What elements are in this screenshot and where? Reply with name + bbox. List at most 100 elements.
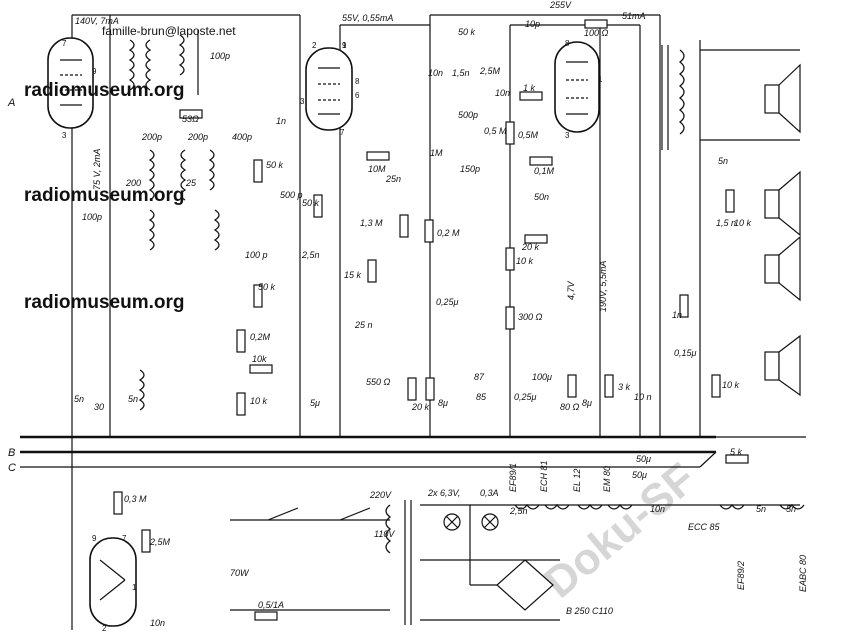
svg-text:300 Ω: 300 Ω — [518, 312, 543, 322]
svg-text:550 Ω: 550 Ω — [366, 377, 391, 387]
svg-text:9: 9 — [92, 534, 97, 543]
svg-text:100p: 100p — [210, 51, 230, 61]
svg-text:10 n: 10 n — [634, 392, 652, 402]
watermark-3: radiomuseum.org — [24, 292, 184, 313]
current-51ma: 51mA — [622, 11, 646, 21]
svg-text:0,5M: 0,5M — [518, 130, 539, 140]
svg-text:25: 25 — [185, 178, 197, 188]
svg-text:1: 1 — [342, 41, 347, 50]
archive-stamp: Doku-SF — [535, 454, 705, 608]
lamp-current: 0,3A — [480, 488, 499, 498]
tube-ef89-1 — [47, 37, 94, 129]
speaker-4 — [764, 334, 801, 397]
watermark-1: radiomuseum.org — [24, 80, 184, 101]
watermark-2: radiomuseum.org — [24, 185, 184, 206]
svg-text:9: 9 — [342, 41, 347, 50]
svg-text:0,3 M: 0,3 M — [124, 494, 147, 504]
svg-text:10p: 10p — [525, 19, 540, 29]
svg-text:10k: 10k — [252, 354, 267, 364]
stamp-text: Doku-SF — [535, 454, 705, 608]
svg-text:150p: 150p — [460, 164, 480, 174]
svg-text:500 p: 500 p — [280, 190, 303, 200]
svg-text:10M: 10M — [368, 164, 386, 174]
svg-text:10n: 10n — [495, 88, 510, 98]
heater-voltage: 2x 6,3V, — [427, 488, 460, 498]
tube-type-labels: EF89/1 ECH 81 EL 12 EM 80 ECC 85 EF89/2 … — [508, 460, 808, 592]
svg-text:200: 200 — [125, 178, 141, 188]
pin-labels: 7 9 3 2 1 9 8 6 7 3 8 1 3 9 7 1 2 — [62, 39, 603, 633]
svg-text:50μ: 50μ — [632, 470, 647, 480]
voltage-190v: 190V, 5,5mA — [598, 261, 608, 312]
svg-text:5n: 5n — [128, 394, 138, 404]
component-labels: 100p 53Ω 200p 200p 25 400p 1n 50 k 500 p… — [74, 19, 796, 628]
power-rating: 70W — [230, 568, 250, 578]
svg-text:10n: 10n — [150, 618, 165, 628]
tube-label-el12: EL 12 — [572, 469, 582, 492]
svg-text:0,1M: 0,1M — [534, 166, 555, 176]
speaker-2 — [764, 170, 801, 237]
svg-text:8: 8 — [355, 77, 360, 86]
svg-text:10 k: 10 k — [250, 396, 268, 406]
node-a: A — [7, 97, 15, 109]
svg-text:0,5 M: 0,5 M — [484, 126, 507, 136]
svg-text:8μ: 8μ — [438, 398, 448, 408]
svg-text:8μ: 8μ — [582, 398, 592, 408]
svg-text:10 k: 10 k — [734, 218, 752, 228]
svg-text:1: 1 — [132, 583, 137, 592]
svg-text:0,5/1A: 0,5/1A — [258, 600, 284, 610]
svg-text:9: 9 — [92, 67, 97, 76]
tube-ech81 — [305, 47, 353, 131]
mains-transformer — [230, 500, 800, 625]
svg-text:0,2M: 0,2M — [250, 332, 271, 342]
svg-text:85: 85 — [476, 392, 487, 402]
voltage-140v: 140V, 7mA — [75, 16, 119, 26]
svg-text:50 k: 50 k — [458, 27, 476, 37]
svg-text:5n: 5n — [786, 504, 796, 514]
svg-text:5n: 5n — [74, 394, 84, 404]
svg-text:5μ: 5μ — [310, 398, 320, 408]
svg-text:7: 7 — [122, 534, 127, 543]
svg-text:3: 3 — [565, 131, 570, 140]
svg-text:30: 30 — [94, 402, 104, 412]
tube-label-ecc85: ECC 85 — [688, 522, 721, 532]
svg-text:0,15μ: 0,15μ — [674, 348, 697, 358]
voltage-75v: 75 V, 2mA — [92, 149, 102, 190]
svg-text:1M: 1M — [430, 148, 443, 158]
svg-text:10 k: 10 k — [516, 256, 534, 266]
svg-text:25n: 25n — [385, 174, 401, 184]
svg-text:500p: 500p — [458, 110, 478, 120]
svg-text:5n: 5n — [718, 156, 728, 166]
svg-text:6: 6 — [355, 91, 360, 100]
speaker-3 — [764, 235, 801, 302]
svg-text:2,5n: 2,5n — [509, 506, 528, 516]
rectifier-bridge — [469, 505, 554, 611]
voltage-220v: 220V — [369, 490, 392, 500]
svg-text:0,2 M: 0,2 M — [437, 228, 460, 238]
svg-text:1,3 M: 1,3 M — [360, 218, 383, 228]
svg-text:50n: 50n — [534, 192, 549, 202]
svg-text:20 k: 20 k — [521, 242, 540, 252]
svg-text:2: 2 — [102, 624, 107, 633]
svg-text:2,5M: 2,5M — [479, 66, 501, 76]
voltage-110v: 110V — [374, 529, 395, 539]
svg-text:400p: 400p — [232, 132, 252, 142]
heater-chain — [514, 503, 805, 510]
resistors — [113, 19, 749, 621]
rectifier-label: B 250 C110 — [566, 606, 613, 616]
svg-text:53Ω: 53Ω — [182, 114, 199, 124]
svg-text:2,5M: 2,5M — [149, 537, 171, 547]
svg-text:100 Ω: 100 Ω — [584, 28, 609, 38]
svg-text:7: 7 — [340, 128, 345, 137]
svg-text:50μ: 50μ — [636, 454, 651, 464]
svg-text:5n: 5n — [756, 504, 766, 514]
svg-text:10n: 10n — [650, 504, 665, 514]
svg-text:25 n: 25 n — [354, 320, 373, 330]
svg-text:10n: 10n — [428, 68, 443, 78]
tube-ecc85 — [554, 41, 600, 133]
svg-text:8: 8 — [565, 39, 570, 48]
svg-text:10 k: 10 k — [722, 380, 740, 390]
svg-text:50 k: 50 k — [258, 282, 276, 292]
email-label: famille-brun@laposte.net — [102, 24, 236, 38]
svg-text:2,5n: 2,5n — [301, 250, 320, 260]
